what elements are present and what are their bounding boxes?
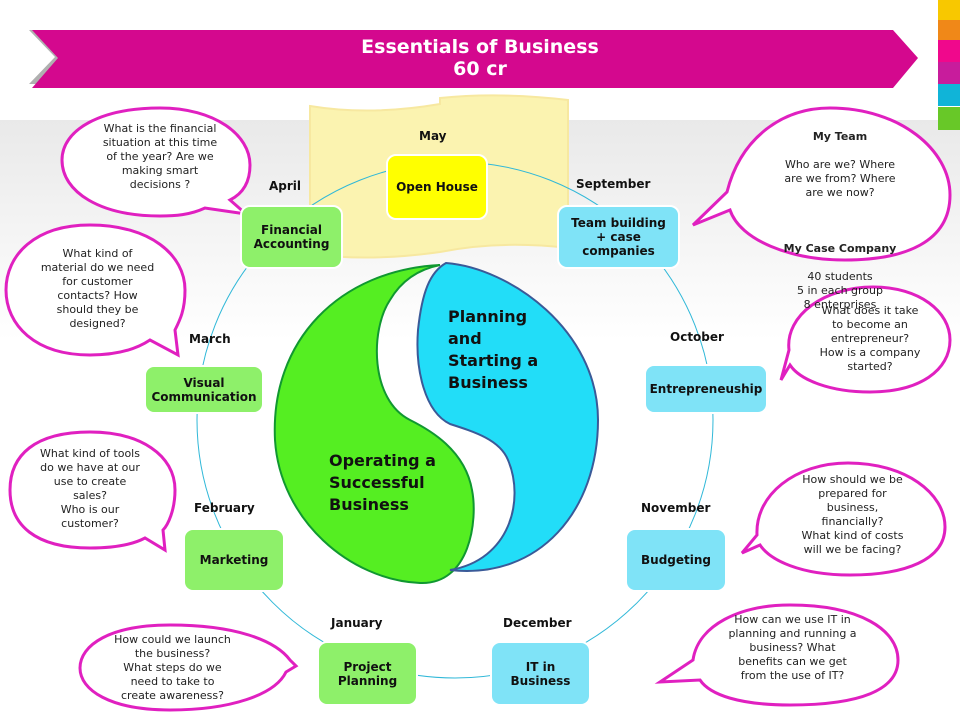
planning-shape (416, 261, 600, 572)
page-subtitle: 60 cr (453, 58, 507, 80)
team-heading: My Team (812, 130, 868, 143)
bubble-financial-text: What is the financial situation at this … (102, 122, 218, 191)
node-entrepreneurship[interactable]: Entrepreneuship (644, 364, 768, 414)
bubble-launch (78, 623, 299, 712)
planning-label: Planning and Starting a Business (448, 307, 539, 392)
bubble-team-text: My Team Who are we? Where are we from? W… (755, 116, 925, 326)
bubble-it (654, 603, 900, 707)
month-october: October (670, 330, 724, 344)
team-text: Who are we? Where are we from? Where are… (784, 158, 896, 199)
month-april: April (269, 179, 302, 193)
node-team-building[interactable]: Team building + case companies (557, 205, 680, 269)
node-financial-accounting[interactable]: Financial Accounting (240, 205, 343, 269)
operating-shape (273, 264, 475, 585)
month-january: January (331, 616, 383, 630)
bubble-entrepreneur (779, 285, 952, 394)
color-stripe-1 (938, 0, 960, 22)
month-march: March (189, 332, 231, 346)
bubble-material (4, 223, 187, 358)
bubble-tools-text: What kind of tools do we have at our use… (40, 447, 140, 530)
month-december: December (503, 616, 572, 630)
operating-label: Operating a Successful Business (329, 451, 436, 514)
color-stripe-2 (938, 20, 960, 42)
node-budgeting[interactable]: Budgeting (625, 528, 727, 592)
bubble-it-text: How can we use IT in planning and runnin… (728, 613, 857, 682)
month-february: February (194, 501, 255, 515)
color-stripe-6 (938, 107, 960, 130)
bubble-team (691, 106, 952, 262)
bubble-launch-text: How could we launch the business? What s… (114, 633, 231, 702)
node-visual-communication[interactable]: Visual Communication (144, 365, 264, 414)
bubble-financial (60, 106, 252, 218)
bubble-material-text: What kind of material do we need for cus… (40, 247, 155, 330)
month-may: May (419, 129, 447, 143)
color-stripe-3 (938, 40, 960, 62)
color-stripe-5 (938, 84, 960, 106)
case-heading: My Case Company (783, 242, 897, 255)
bubble-prepared (740, 461, 947, 577)
month-september: September (576, 177, 651, 191)
color-stripe-4 (938, 62, 960, 84)
node-it-in-business[interactable]: IT in Business (490, 641, 591, 706)
node-marketing[interactable]: Marketing (183, 528, 285, 592)
title-banner-fill (32, 30, 918, 88)
bubble-entrepreneur-text: What does it take to become an entrepren… (819, 304, 921, 373)
bubble-prepared-text: How should we be prepared for business, … (801, 473, 904, 556)
bubble-tools (8, 430, 177, 553)
node-project-planning[interactable]: Project Planning (317, 641, 418, 706)
case-text: 40 students 5 in each group 8 enterprise… (797, 270, 883, 311)
month-november: November (641, 501, 711, 515)
page-title: Essentials of Business (361, 36, 599, 58)
node-open-house[interactable]: Open House (386, 154, 488, 220)
title-banner-text: Essentials of Business 60 cr (280, 36, 680, 80)
